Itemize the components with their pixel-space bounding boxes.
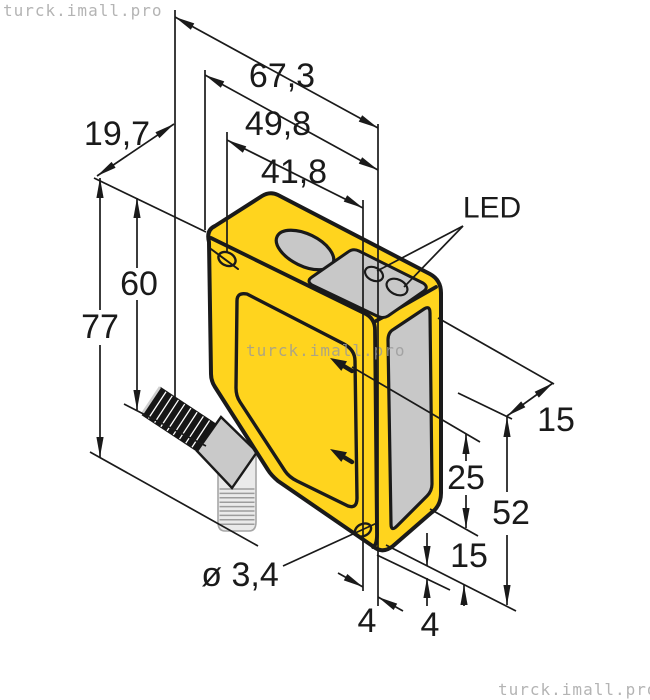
watermark-center: turck.imall.pro — [246, 341, 406, 360]
dim-label-hole-diameter: ø 3,4 — [201, 556, 278, 594]
led-callout-label: LED — [463, 192, 521, 225]
barrel-thread-lines — [147, 391, 211, 448]
led-indicator-1 — [363, 265, 385, 283]
dim-label-height-overall: 77 — [81, 308, 119, 346]
led-indicator-2 — [385, 277, 409, 297]
dim-label-depth-head: 15 — [537, 401, 575, 439]
quick-disconnect-connector — [140, 386, 259, 532]
dim-label-hole-offset-b: 4 — [421, 606, 440, 644]
top-screw-slot — [210, 248, 239, 270]
led-panel — [307, 248, 428, 319]
connector-barrel — [141, 386, 217, 453]
edge-top-front — [209, 236, 379, 549]
watermark-top-left: turck.imall.pro — [3, 1, 163, 20]
dimension-arrowheads — [96, 17, 553, 610]
dim-label-height-body: 60 — [120, 265, 158, 303]
side-face-panel-outline — [234, 291, 359, 509]
dim-label-hole-offset-a: 4 — [358, 602, 377, 640]
lens-window — [386, 306, 434, 531]
dim-label-length-overall: 67,3 — [249, 57, 315, 95]
sensor-body — [206, 191, 443, 553]
watermark-bottom-right: turck.imall.pro — [498, 680, 650, 699]
dim-label-length-mid: 49,8 — [245, 105, 311, 143]
dim-label-offset-lower: 15 — [450, 537, 488, 575]
dim-label-lens-offset: 25 — [447, 459, 485, 497]
dim-label-length-inner: 41,8 — [261, 153, 327, 191]
beam-direction-arrows — [330, 358, 355, 465]
barrel-end-face — [140, 386, 162, 415]
dim-label-depth-top: 19,7 — [84, 115, 150, 153]
stud-thread-lines — [219, 488, 255, 525]
dim-label-height-front: 52 — [492, 494, 530, 532]
